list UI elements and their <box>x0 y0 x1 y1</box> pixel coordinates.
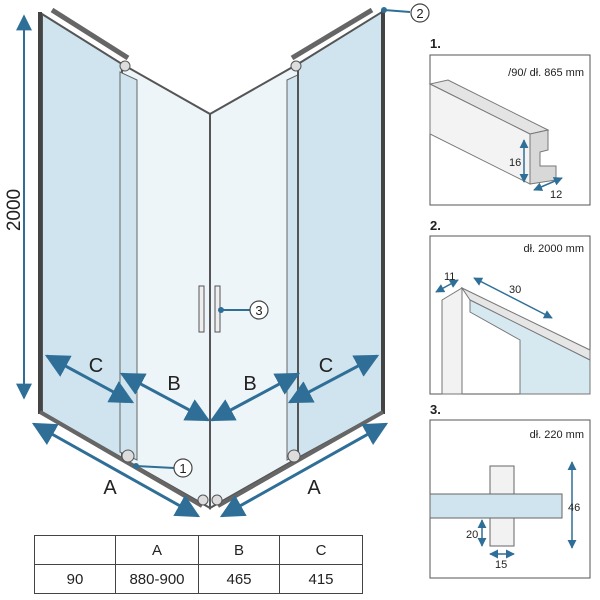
dim-c-left-label: C <box>89 355 103 377</box>
dimension-table: A B C 90 880-900 465 415 <box>34 535 363 594</box>
detail-3-dim-height: 46 <box>568 502 580 514</box>
table-header-cell: A <box>115 535 199 565</box>
dim-a-left-label: A <box>103 477 117 499</box>
dim-a-left-arrow <box>31 422 201 518</box>
callout-3: 3 <box>218 300 269 320</box>
table-cell: 415 <box>279 564 363 594</box>
table-cell: 90 <box>34 564 116 594</box>
table-header-row: A B C <box>34 535 363 565</box>
dim-c-left-arrow <box>44 354 135 404</box>
roller-top-right <box>290 60 302 72</box>
detail-1-number: 1. <box>430 36 441 51</box>
table-row: 90 880-900 465 415 <box>34 564 363 594</box>
callout-2: 2 <box>381 3 430 23</box>
dim-c-right-label: C <box>319 355 333 377</box>
detail-3-number: 3. <box>430 402 441 417</box>
dim-b-left-arrow <box>119 372 211 422</box>
callout-1-label: 1 <box>179 461 186 476</box>
dim-b-left-label: B <box>167 373 180 395</box>
callout-2-label: 2 <box>416 6 423 21</box>
dim-b-right-label: B <box>243 373 256 395</box>
table-cell: 465 <box>198 564 280 594</box>
top-rail-right <box>290 7 374 61</box>
corner-foot-right <box>211 494 223 506</box>
detail-1-box <box>428 54 591 206</box>
table-header-cell <box>34 535 116 565</box>
dim-c-right-arrow <box>287 354 380 404</box>
dim-a-right-label: A <box>307 477 321 499</box>
detail-3-dim-width: 15 <box>495 559 507 571</box>
detail-1-spec: /90/ dł. 865 mm <box>508 67 584 79</box>
dim-b-right-arrow <box>209 372 301 422</box>
corner-foot-left <box>197 494 209 506</box>
dim-a-right-arrow <box>219 422 389 518</box>
detail-2-number: 2. <box>430 218 441 233</box>
shower-enclosure <box>38 7 385 510</box>
roller-bottom-left <box>121 449 135 463</box>
callout-1: 1 <box>133 458 193 478</box>
detail-3-spec: dł. 220 mm <box>530 429 584 441</box>
detail-3-dim-lower: 20 <box>466 529 478 541</box>
height-label: 2000 <box>4 189 25 231</box>
handle-left <box>198 285 205 333</box>
detail-2-dim-length: 30 <box>509 284 521 296</box>
roller-bottom-right <box>287 449 301 463</box>
top-rail-left <box>50 7 130 61</box>
table-header-cell: C <box>279 535 363 565</box>
detail-2-spec: dł. 2000 mm <box>523 243 584 255</box>
detail-3-box <box>429 419 591 579</box>
roller-top-left <box>119 60 131 72</box>
table-header-cell: B <box>198 535 280 565</box>
detail-1-dim-width: 12 <box>550 189 562 201</box>
detail-2-dim-width: 11 <box>444 271 455 283</box>
right-sliding-door <box>209 62 299 510</box>
callout-3-label: 3 <box>255 303 262 318</box>
detail-2-box <box>429 235 591 395</box>
detail-1-dim-height: 16 <box>509 157 521 169</box>
table-cell: 880-900 <box>115 564 199 594</box>
